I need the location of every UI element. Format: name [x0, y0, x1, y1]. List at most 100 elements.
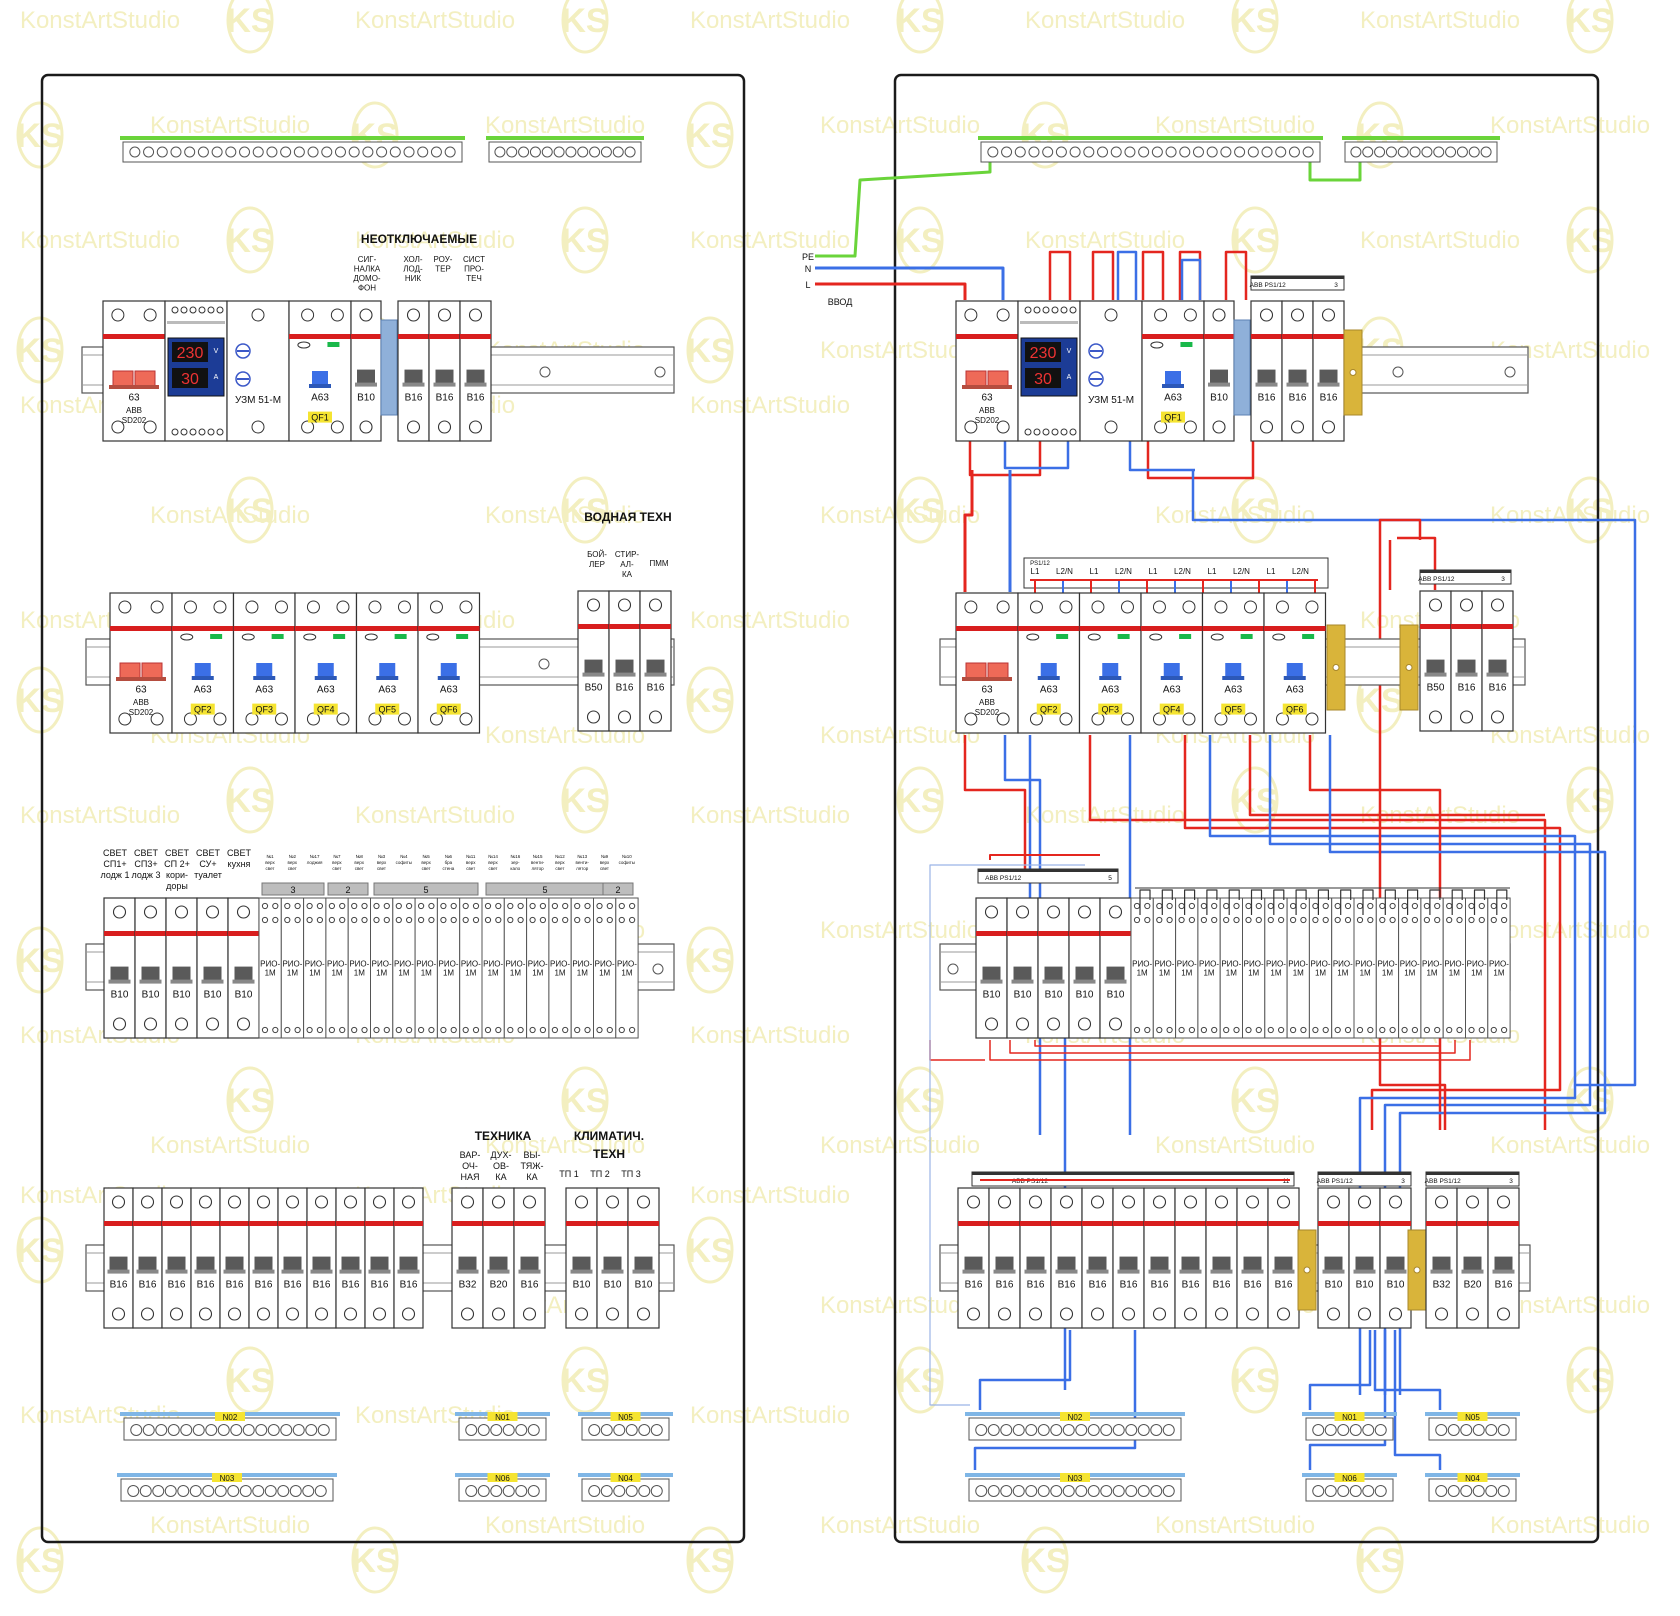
caption-line: КА: [495, 1172, 506, 1182]
panel-left: [40, 73, 746, 1544]
relay-terminal: [596, 902, 603, 910]
pulse-relay-model: 1М: [577, 969, 588, 978]
terminal-bottom: [1357, 1307, 1372, 1321]
terminal-screw: [1110, 146, 1122, 158]
breaker-handle: [1457, 659, 1476, 674]
terminal-top: [198, 1195, 213, 1209]
caption-line: №7: [333, 854, 341, 859]
terminal-bottom: [198, 1307, 213, 1321]
neutral-bar-label-bg: [610, 1473, 641, 1482]
breaker-handle: [1026, 1256, 1045, 1271]
terminal-top: [1245, 1195, 1260, 1209]
relay-terminal: [316, 1026, 323, 1034]
neutral-bar-screw: [242, 1424, 255, 1436]
relay-terminal: [1389, 902, 1396, 910]
handle-base: [518, 1269, 541, 1274]
terminal-top: [1104, 308, 1118, 322]
wire-n01: [1308, 1330, 1372, 1410]
din-rail-body: [1339, 346, 1529, 394]
display-unit-v: V: [214, 348, 219, 355]
relay-terminal: [484, 902, 492, 910]
relay-terminal: [1334, 916, 1341, 924]
relay-terminal: [1042, 428, 1050, 436]
label-climate: КЛИМАТИЧ.: [574, 1129, 644, 1143]
relay-terminal: [1446, 1026, 1453, 1034]
terminal-bottom: [343, 1307, 358, 1321]
display-unit-v: V: [1067, 348, 1072, 355]
neutral-bar-screw: [1062, 1485, 1075, 1497]
breaker-socket: B16: [277, 1187, 308, 1329]
terminal-bottom: [1326, 1307, 1341, 1321]
relay-terminal: [517, 916, 524, 924]
breaker-load: B16: [1250, 300, 1283, 442]
wire-relay-loop: [989, 1040, 1471, 1061]
terminal-top: [1357, 1195, 1372, 1209]
terminal-screw: [1433, 146, 1445, 158]
terminal-screw: [1374, 146, 1386, 158]
handle-base: [165, 1269, 188, 1274]
breaker-light: B10: [1099, 897, 1132, 1039]
breaker-socket: B16: [248, 1187, 279, 1329]
caption-line: верх: [354, 860, 364, 865]
terminal-bottom: [397, 712, 411, 726]
pulse-relay: [1487, 897, 1511, 1039]
red-stripe: [394, 1221, 423, 1226]
comb-phase-label: L2/N: [1233, 567, 1250, 576]
relay-terminal: [1200, 902, 1208, 910]
relay-terminal: [1401, 916, 1408, 924]
breaker-handle: [1319, 369, 1338, 384]
relay-terminal: [1166, 902, 1173, 910]
group-badge: 2: [615, 885, 620, 895]
rcd-handle: [1163, 663, 1180, 677]
breaker-light: B10: [134, 897, 167, 1039]
neutral-bar-label-bg: [215, 1412, 245, 1421]
terminal-top: [1182, 600, 1196, 614]
wire-water-feed: [1378, 518, 1447, 1130]
handle-base: [1322, 1269, 1345, 1274]
caption-line: АЛ-: [620, 560, 634, 569]
neutral-bar-screw: [1100, 1424, 1113, 1436]
relay-terminal: [1478, 1026, 1485, 1034]
handle-base: [1055, 1269, 1078, 1274]
relay-terminal: [294, 916, 301, 924]
terminal-top: [285, 1195, 300, 1209]
terminal-screw: [129, 146, 141, 158]
relay-terminal: [1456, 916, 1463, 924]
neutral-bar-label-bg: [1334, 1473, 1365, 1482]
caption-line: №13: [577, 854, 587, 859]
breaker-handle: [196, 1256, 215, 1271]
terminal-bottom: [359, 420, 373, 434]
terminal-bottom: [1028, 1307, 1043, 1321]
rcd-rating: A63: [378, 684, 396, 695]
relay-terminal: [1156, 916, 1163, 924]
neutral-bar-label: N01: [1342, 1413, 1357, 1422]
test-button: [364, 633, 378, 641]
terminal-bottom: [372, 1307, 387, 1321]
relay-terminal: [1401, 902, 1408, 910]
terminal-top: [1152, 600, 1166, 614]
terminal-bottom: [301, 420, 315, 434]
terminal-bottom: [227, 1307, 242, 1321]
relay-terminal: [1024, 306, 1032, 314]
breaker-handle: [1013, 966, 1032, 981]
relay-terminal: [1060, 428, 1068, 436]
breaker-body: [1203, 300, 1235, 442]
display-voltage: 230: [177, 345, 204, 362]
terminal-top: [306, 600, 320, 614]
rcd-rating: A63: [194, 684, 212, 695]
relay-terminal: [1278, 916, 1285, 924]
breaker-rating: B50: [1427, 682, 1445, 693]
neutral-bar-screw: [975, 1485, 988, 1497]
relay-terminal: [562, 916, 569, 924]
terminal-bottom: [1305, 712, 1319, 726]
relay-terminal: [1334, 1026, 1341, 1034]
terminal-bottom: [1321, 420, 1336, 434]
red-stripe: [1457, 1221, 1488, 1226]
neutral-bar-screw: [1025, 1485, 1038, 1497]
relay-terminal: [383, 916, 390, 924]
